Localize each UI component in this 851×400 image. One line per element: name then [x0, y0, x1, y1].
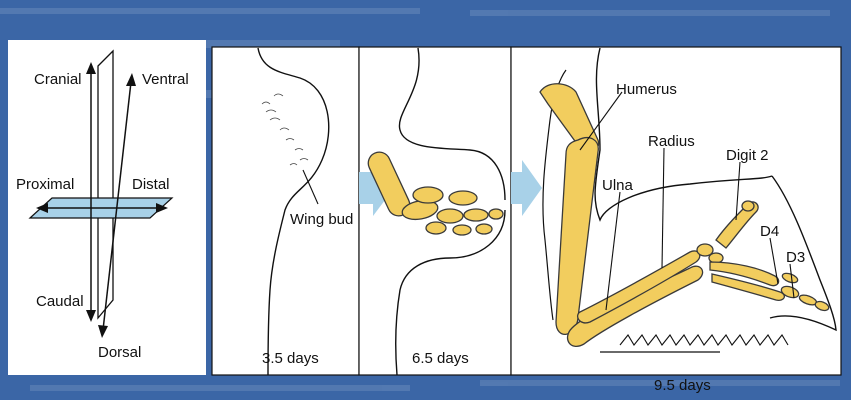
label-d4: D4: [760, 223, 779, 240]
label-humerus: Humerus: [616, 81, 677, 98]
label-distal: Distal: [132, 176, 170, 193]
label-digit-2: Digit 2: [726, 147, 769, 164]
label-9-5-days: 9.5 days: [654, 377, 711, 394]
label-caudal: Caudal: [36, 293, 84, 310]
label-proximal: Proximal: [16, 176, 74, 193]
label-dorsal: Dorsal: [98, 344, 141, 361]
label-cranial: Cranial: [34, 71, 82, 88]
label-3-5-days: 3.5 days: [262, 350, 319, 367]
label-wing-bud: Wing bud: [290, 211, 353, 228]
label-6-5-days: 6.5 days: [412, 350, 469, 367]
label-d3: D3: [786, 249, 805, 266]
label-ventral: Ventral: [142, 71, 189, 88]
label-radius: Radius: [648, 133, 695, 150]
label-ulna: Ulna: [602, 177, 634, 194]
